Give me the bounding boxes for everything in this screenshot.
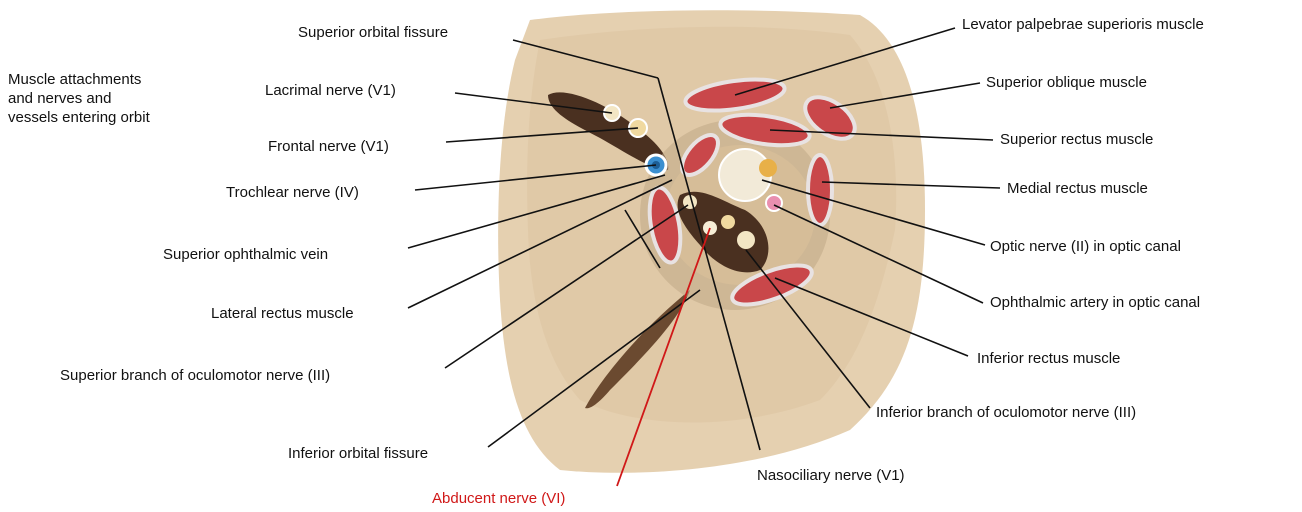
label-superior-branch-oculomotor: Superior branch of oculomotor nerve (III… bbox=[60, 367, 330, 385]
label-nasociliary-nerve: Nasociliary nerve (V1) bbox=[757, 467, 905, 485]
label-levator: Levator palpebrae superioris muscle bbox=[962, 16, 1204, 34]
diagram-caption: Muscle attachments and nerves and vessel… bbox=[8, 70, 150, 127]
label-medial-rectus: Medial rectus muscle bbox=[1007, 180, 1148, 198]
caption-line-2: and nerves and bbox=[8, 89, 150, 108]
label-inferior-orbital-fissure: Inferior orbital fissure bbox=[288, 445, 428, 463]
label-abducent-nerve: Abducent nerve (VI) bbox=[432, 490, 565, 508]
optic-yellow bbox=[759, 159, 777, 177]
muscle-medial-rectus bbox=[808, 155, 832, 225]
caption-line-3: vessels entering orbit bbox=[8, 108, 150, 127]
label-superior-orbital-fissure: Superior orbital fissure bbox=[298, 24, 448, 42]
nasociliary-shape bbox=[721, 215, 735, 229]
label-superior-oblique: Superior oblique muscle bbox=[986, 74, 1147, 92]
label-frontal-nerve: Frontal nerve (V1) bbox=[268, 138, 389, 156]
ophthalmic-artery-shape bbox=[766, 195, 782, 211]
label-inferior-rectus: Inferior rectus muscle bbox=[977, 350, 1120, 368]
label-superior-rectus: Superior rectus muscle bbox=[1000, 131, 1153, 149]
label-trochlear-nerve: Trochlear nerve (IV) bbox=[226, 184, 359, 202]
inferior-branch-shape bbox=[737, 231, 755, 249]
label-lacrimal-nerve: Lacrimal nerve (V1) bbox=[265, 82, 396, 100]
label-ophthalmic-artery: Ophthalmic artery in optic canal bbox=[990, 294, 1200, 312]
label-lateral-rectus: Lateral rectus muscle bbox=[211, 305, 354, 323]
caption-line-1: Muscle attachments bbox=[8, 70, 150, 89]
label-superior-ophthalmic-vein: Superior ophthalmic vein bbox=[163, 246, 328, 264]
label-inferior-branch-oculomotor: Inferior branch of oculomotor nerve (III… bbox=[876, 404, 1136, 422]
label-optic-nerve: Optic nerve (II) in optic canal bbox=[990, 238, 1181, 256]
